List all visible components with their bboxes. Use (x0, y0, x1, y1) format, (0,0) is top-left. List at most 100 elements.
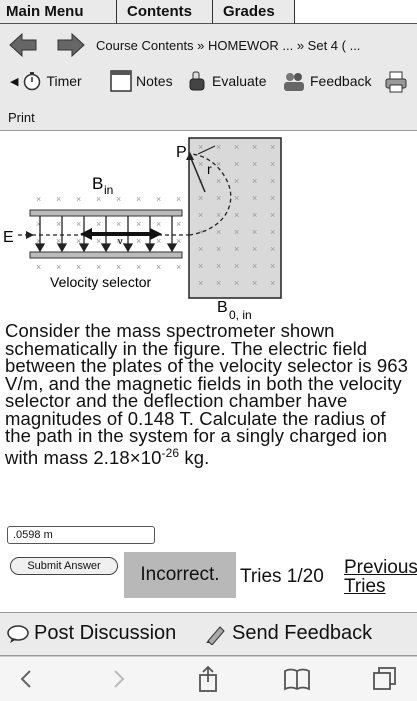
field-mark: × (252, 193, 257, 203)
feedback-button[interactable]: Feedback (282, 70, 371, 92)
notes-button[interactable]: Notes (110, 70, 173, 92)
send-feedback-label: Send Feedback (232, 622, 373, 644)
nav-row: Course Contents » HOMEWOR ... » Set 4 ( … (0, 28, 417, 64)
tab-contents[interactable]: Contents (117, 0, 213, 24)
field-mark: × (198, 261, 203, 271)
post-discussion-label: Post Discussion (34, 622, 177, 644)
timer-label: Timer (46, 73, 82, 89)
field-mark: × (76, 236, 81, 246)
back-arrow-icon[interactable] (8, 32, 38, 58)
field-mark: × (198, 193, 203, 203)
field-mark: × (76, 194, 81, 204)
previous-tries-link[interactable]: Previous Tries (344, 557, 417, 597)
timer-button[interactable]: ◀ Timer (10, 70, 82, 92)
tab-bar-fill (295, 0, 417, 24)
entry-arrow-icon (26, 231, 34, 239)
field-mark: × (198, 244, 203, 254)
submit-answer-button[interactable]: Submit Answer (10, 557, 118, 575)
chamber-field-marks: ××××××××××××××××××××××××××××××××××××××××… (198, 142, 275, 288)
label-b-in-sub: in (104, 183, 113, 197)
field-mark: × (234, 176, 239, 186)
field-mark: × (270, 142, 275, 152)
field-mark: × (216, 261, 221, 271)
share-icon[interactable] (193, 665, 223, 693)
field-mark: × (136, 236, 141, 246)
question-unit: kg. (179, 446, 210, 468)
field-mark: × (252, 142, 257, 152)
evaluate-label: Evaluate (212, 73, 267, 89)
post-discussion-button[interactable]: Post Discussion (6, 622, 176, 645)
field-mark: × (176, 194, 181, 204)
field-mark: × (234, 227, 239, 237)
print-link[interactable]: Print (8, 110, 35, 125)
selector-field-marks: ×××××××××××××××××××××××××××××××× (36, 194, 181, 272)
field-mark: × (270, 210, 275, 220)
notes-icon (110, 70, 132, 92)
pencil-icon (206, 625, 225, 645)
label-b0: B (217, 299, 228, 316)
feedback-label: Feedback (310, 73, 372, 89)
field-mark: × (252, 159, 257, 169)
field-mark: × (96, 262, 101, 272)
question-body: Consider the mass spectrometer shown sch… (5, 320, 408, 468)
label-v: v (118, 236, 123, 246)
field-mark: × (234, 244, 239, 254)
evaluate-button[interactable]: Evaluate (186, 70, 266, 92)
answer-input[interactable]: .0598 m (7, 526, 155, 544)
field-mark: × (216, 244, 221, 254)
field-mark: × (36, 262, 41, 272)
mass-spectrometer-figure: × × × × × × × × × × × × × × × × × × × × × × × × × × × × × × × × × × × × × × × ×… (3, 137, 282, 322)
field-mark: × (234, 261, 239, 271)
forward-arrow-icon[interactable] (56, 32, 86, 58)
radius-line (189, 155, 206, 193)
label-velocity-selector: Velocity selector (50, 274, 151, 290)
field-mark: × (116, 194, 121, 204)
field-mark: × (156, 194, 161, 204)
field-mark: × (76, 219, 81, 229)
field-mark: × (234, 278, 239, 288)
field-mark: × (36, 236, 41, 246)
tabs-icon[interactable] (370, 665, 400, 693)
field-mark: × (198, 142, 203, 152)
menu-tabs: Main Menu Contents Grades (0, 0, 295, 24)
notes-label: Notes (136, 73, 173, 89)
label-p: P (176, 144, 187, 161)
question-exponent: -26 (161, 445, 180, 460)
field-mark: × (76, 262, 81, 272)
field-mark: × (96, 194, 101, 204)
bottom-plate (29, 251, 183, 259)
question-text: Consider the mass spectrometer shown sch… (5, 320, 415, 468)
field-mark: × (252, 244, 257, 254)
speech-bubble-icon (7, 624, 29, 643)
discussion-bar: Post Discussion Send Feedback (0, 612, 417, 656)
field-mark: × (198, 278, 203, 288)
field-mark: × (252, 210, 257, 220)
label-r: r (207, 161, 212, 177)
tab-main-menu[interactable]: Main Menu (0, 0, 117, 24)
field-mark: × (252, 176, 257, 186)
send-feedback-button[interactable]: Send Feedback (204, 622, 372, 645)
field-mark: × (252, 261, 257, 271)
field-mark: × (216, 210, 221, 220)
field-mark: × (116, 219, 121, 229)
label-b0-sub: 0, in (229, 308, 252, 322)
bookmarks-icon[interactable] (282, 665, 312, 693)
field-mark: × (176, 262, 181, 272)
field-mark: × (136, 262, 141, 272)
field-mark: × (216, 278, 221, 288)
field-mark: × (216, 159, 221, 169)
electric-field-arrows (34, 216, 178, 253)
field-mark: × (270, 227, 275, 237)
result-badge: Incorrect. (124, 552, 236, 598)
feedback-people-icon (284, 73, 304, 91)
label-b-in: B (92, 174, 103, 193)
tab-grades[interactable]: Grades (213, 0, 295, 24)
printer-icon[interactable] (384, 70, 408, 94)
breadcrumb[interactable]: Course Contents » HOMEWOR ... » Set 4 ( … (96, 38, 361, 53)
browser-back-icon[interactable] (12, 665, 42, 693)
field-mark: × (56, 194, 61, 204)
stopwatch-icon (24, 72, 41, 91)
field-mark: × (216, 193, 221, 203)
label-e: E (3, 229, 14, 246)
browser-forward-icon[interactable] (103, 665, 133, 693)
